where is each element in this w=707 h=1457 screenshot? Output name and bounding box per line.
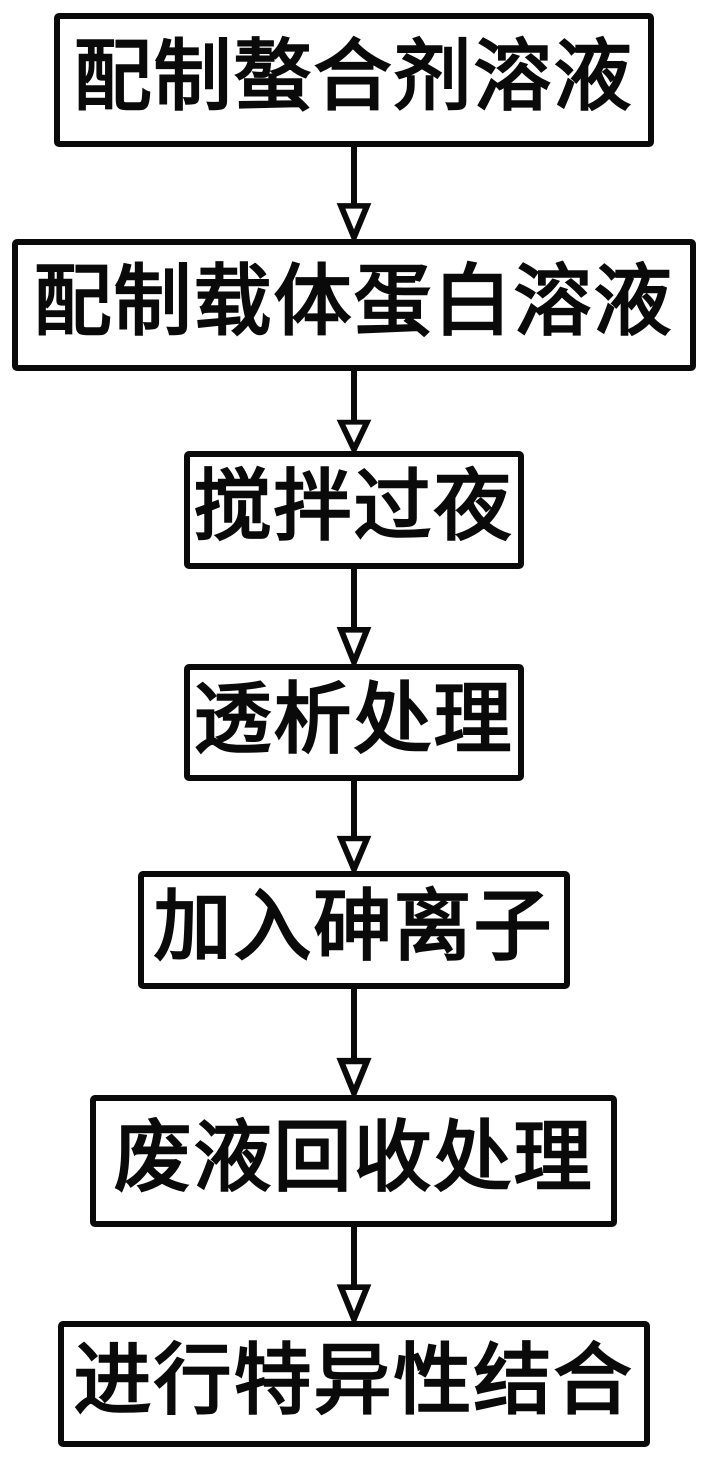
down-arrow-icon <box>336 569 371 664</box>
flow-step-dialysis-treatment: 透析处理 <box>183 664 524 781</box>
flow-step-label: 进行特异性结合 <box>73 1335 634 1426</box>
flow-step-perform-specific-binding: 进行特异性结合 <box>57 1321 650 1447</box>
flow-step-label: 搅拌过夜 <box>193 461 514 552</box>
flow-step-prepare-chelating-agent-solution: 配制螯合剂溶液 <box>53 13 654 147</box>
flow-step-add-arsenic-ions: 加入砷离子 <box>137 871 570 989</box>
flow-step-label: 废液回收处理 <box>113 1112 594 1203</box>
down-arrow-icon <box>336 781 371 871</box>
flow-step-prepare-carrier-protein-solution: 配制载体蛋白溶液 <box>11 239 696 371</box>
flow-step-label: 加入砷离子 <box>153 881 554 972</box>
flow-step-label: 配制螯合剂溶液 <box>73 31 634 122</box>
down-arrow-icon <box>336 1227 371 1321</box>
flow-step-waste-liquid-recovery-treatment: 废液回收处理 <box>90 1095 617 1227</box>
flow-step-label: 透析处理 <box>193 673 514 765</box>
flow-step-label: 配制载体蛋白溶液 <box>33 256 674 347</box>
down-arrow-icon <box>335 989 372 1095</box>
flow-step-stir-overnight: 搅拌过夜 <box>183 451 524 569</box>
down-arrow-icon <box>336 147 371 239</box>
down-arrow-icon <box>336 371 371 451</box>
